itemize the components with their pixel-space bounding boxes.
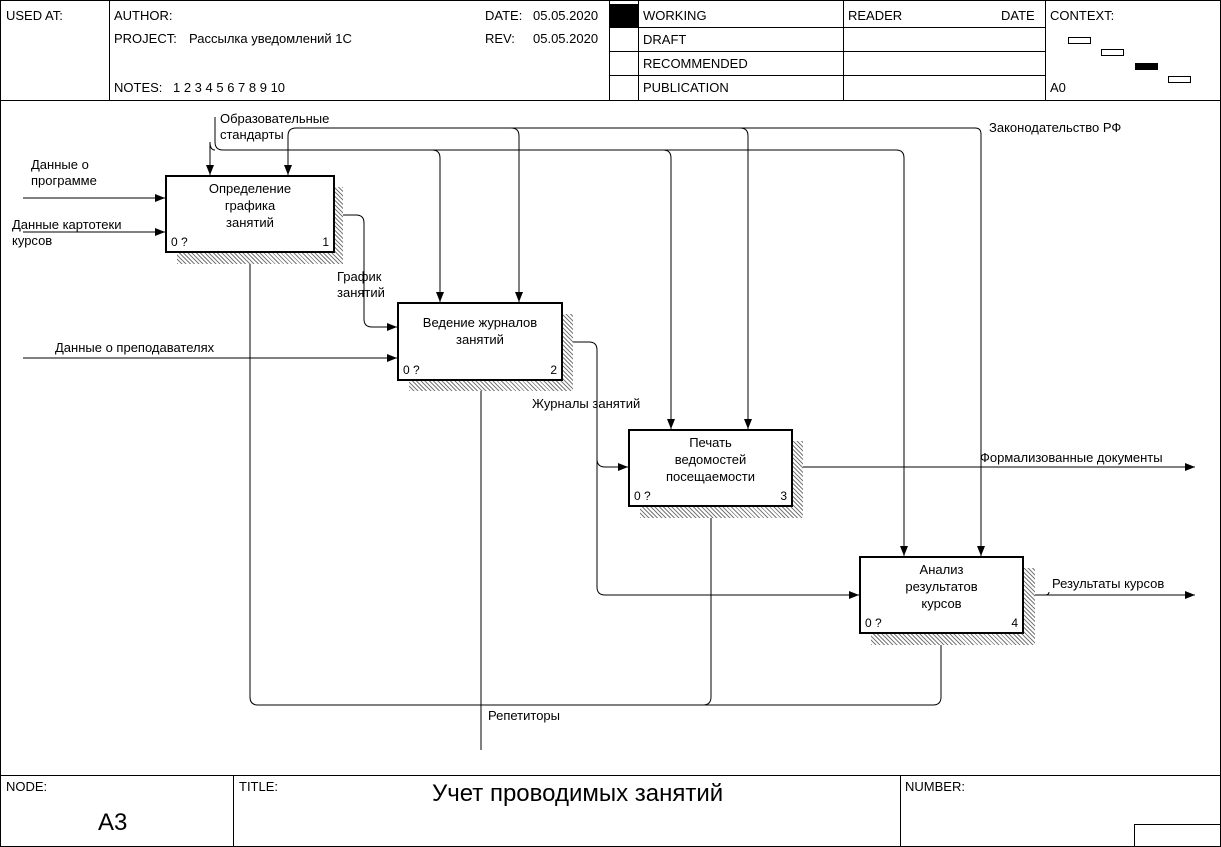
notes-label: NOTES:: [114, 80, 163, 95]
arrow-label-tutors: Репетиторы: [488, 708, 560, 723]
activity-label: Ведение журналов занятий: [422, 315, 538, 347]
reader-date-label: DATE: [1001, 8, 1035, 23]
activity-box-2[interactable]: Ведение журналов занятий 0 ? 2: [397, 302, 563, 381]
activity-label: Печать ведомостей посещаемости: [665, 435, 756, 484]
activity-cost: 0 ?: [634, 489, 651, 503]
arrow-label-journals: Журналы занятий: [532, 396, 641, 411]
status-draft: DRAFT: [643, 32, 687, 47]
activity-cost: 0 ?: [403, 363, 420, 377]
context-node: A0: [1050, 80, 1066, 95]
status-working: WORKING: [643, 8, 707, 23]
arrow-label-teachers: Данные о преподавателях: [55, 340, 215, 355]
node-label: NODE:: [6, 779, 48, 794]
activity-number: 4: [1011, 616, 1018, 630]
title-label: TITLE:: [239, 779, 279, 794]
arrow-label-schedule: График занятий: [337, 269, 385, 300]
activity-box-4[interactable]: Анализ результатов курсов 0 ? 4: [859, 556, 1024, 634]
project-label: PROJECT:: [114, 31, 177, 46]
arrow-label-program-data: Данные о программе: [31, 157, 97, 188]
activity-cost: 0 ?: [171, 235, 188, 249]
used-at-label: USED AT:: [6, 8, 63, 23]
activity-label: Определение графика занятий: [208, 181, 292, 230]
page-title: Учет проводимых занятий: [432, 780, 724, 807]
activity-number: 1: [322, 235, 329, 249]
status-publication: PUBLICATION: [643, 80, 729, 95]
activity-label: Анализ результатов курсов: [905, 562, 978, 611]
activity-cost: 0 ?: [865, 616, 882, 630]
number-label: NUMBER:: [905, 779, 965, 794]
author-label: AUTHOR:: [114, 8, 173, 23]
date-value: 05.05.2020: [533, 8, 599, 23]
activity-number: 3: [780, 489, 787, 503]
activity-number: 2: [550, 363, 557, 377]
project-value: Рассылка уведомлений 1С: [189, 31, 352, 46]
context-label: CONTEXT:: [1050, 8, 1115, 23]
reader-label: READER: [848, 8, 903, 23]
arrow-label-formal-docs: Формализованные документы: [980, 450, 1163, 465]
status-recommended: RECOMMENDED: [643, 56, 748, 71]
arrow-label-law: Законодательство РФ: [989, 120, 1122, 135]
arrow-label-standards: Образовательные стандарты: [220, 111, 330, 142]
activity-box-1[interactable]: Определение графика занятий 0 ? 1: [165, 175, 335, 253]
rev-label: REV:: [485, 31, 515, 46]
rev-value: 05.05.2020: [533, 31, 599, 46]
node-value: A3: [98, 809, 128, 836]
activity-box-3[interactable]: Печать ведомостей посещаемости 0 ? 3: [628, 429, 793, 507]
notes-value: 1 2 3 4 5 6 7 8 9 10: [173, 80, 286, 95]
arrow-label-course-cards: Данные картотеки курсов: [12, 217, 122, 248]
date-label: DATE:: [485, 8, 523, 23]
arrow-label-results: Результаты курсов: [1052, 576, 1165, 591]
